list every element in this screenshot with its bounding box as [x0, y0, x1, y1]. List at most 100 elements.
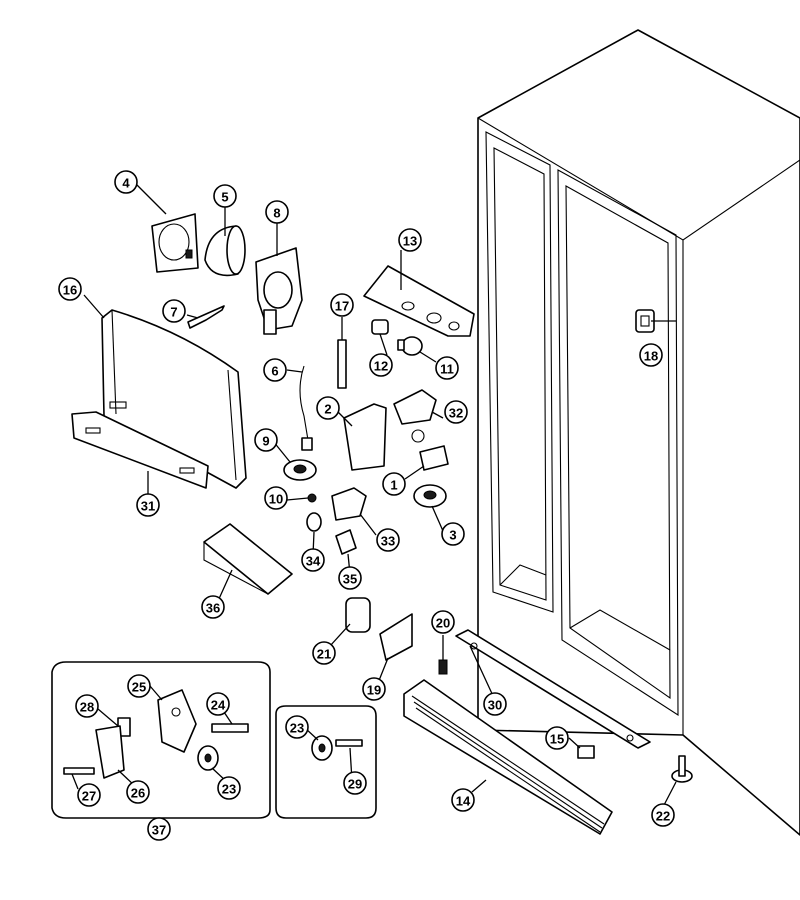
part-8-housing [255, 247, 303, 335]
part-2-box [343, 403, 387, 471]
callout-35: 35 [338, 566, 362, 590]
svg-text:27: 27 [82, 789, 96, 804]
callout-9: 9 [254, 428, 278, 452]
callout-34: 34 [301, 548, 325, 572]
callout-37: 37 [147, 817, 171, 841]
svg-text:24: 24 [211, 698, 226, 713]
svg-text:19: 19 [367, 683, 381, 698]
part-1-switch [419, 445, 449, 471]
svg-text:33: 33 [381, 534, 395, 549]
part-30-rail [455, 629, 651, 749]
svg-text:14: 14 [456, 794, 471, 809]
part-19-plate [379, 613, 413, 661]
callout-1: 1 [382, 472, 406, 496]
part-33-bracket [331, 487, 367, 521]
part-26-bracket [95, 725, 125, 779]
callout-29: 29 [343, 771, 367, 795]
callout-3: 3 [441, 522, 465, 546]
callout-22: 22 [651, 803, 675, 827]
callout-12: 12 [369, 353, 393, 377]
callout-21: 21 [312, 641, 336, 665]
part-6-harness [299, 365, 313, 451]
svg-text:5: 5 [221, 190, 228, 205]
callout-17: 17 [330, 293, 354, 317]
callout-16: 16 [58, 277, 82, 301]
part-23-roller-a [197, 745, 219, 771]
cabinet [477, 29, 800, 836]
svg-text:17: 17 [335, 299, 349, 314]
callout-8: 8 [265, 200, 289, 224]
part-14-grille [403, 679, 613, 835]
callout-2: 2 [316, 396, 340, 420]
callout-24: 24 [206, 692, 230, 716]
part-5-cap [204, 225, 246, 277]
callout-23-kit: 23 [217, 776, 241, 800]
callout-23-pair: 23 [285, 715, 309, 739]
part-11-bulb [397, 336, 423, 356]
part-24-bolt [211, 723, 249, 733]
svg-text:11: 11 [440, 362, 454, 377]
svg-text:30: 30 [488, 698, 502, 713]
part-20-screw [438, 659, 448, 675]
svg-text:2: 2 [324, 402, 331, 417]
part-21-cap [345, 597, 371, 633]
part-18-clip [635, 309, 655, 333]
svg-text:4: 4 [122, 176, 130, 191]
part-32-switch [393, 389, 437, 443]
svg-text:28: 28 [80, 700, 94, 715]
callout-19: 19 [362, 677, 386, 701]
callout-18: 18 [639, 343, 663, 367]
svg-text:13: 13 [403, 234, 417, 249]
part-12-socket [371, 319, 389, 335]
part-15-clip [577, 745, 595, 759]
callout-30: 30 [483, 692, 507, 716]
svg-text:7: 7 [170, 305, 177, 320]
svg-text:6: 6 [271, 364, 278, 379]
part-36-cover [203, 523, 293, 595]
svg-text:12: 12 [374, 359, 388, 374]
svg-text:23: 23 [222, 782, 236, 797]
part-9-wheel [283, 459, 317, 481]
svg-text:32: 32 [449, 406, 463, 421]
svg-text:20: 20 [436, 616, 450, 631]
part-22-leveler [671, 755, 693, 783]
callout-26: 26 [126, 780, 150, 804]
svg-text:18: 18 [644, 349, 658, 364]
callout-20: 20 [431, 610, 455, 634]
callout-7: 7 [162, 299, 186, 323]
callout-32: 32 [444, 400, 468, 424]
svg-text:22: 22 [656, 809, 670, 824]
callout-13: 13 [398, 228, 422, 252]
callout-5: 5 [213, 184, 237, 208]
part-17-bar [337, 339, 347, 389]
svg-text:34: 34 [306, 554, 321, 569]
part-7-clip [187, 305, 225, 329]
svg-text:10: 10 [269, 492, 283, 507]
svg-text:29: 29 [348, 777, 362, 792]
svg-text:35: 35 [343, 572, 357, 587]
svg-text:31: 31 [141, 499, 155, 514]
part-3-wheel [413, 484, 447, 508]
callout-4: 4 [114, 170, 138, 194]
svg-text:15: 15 [550, 732, 564, 747]
part-25-hinge [157, 689, 197, 753]
callout-25: 25 [127, 674, 151, 698]
part-4-shroud [151, 213, 199, 273]
part-13-bracket [363, 265, 475, 337]
part-31-strip [71, 411, 209, 489]
callout-10: 10 [264, 486, 288, 510]
callout-27: 27 [77, 783, 101, 807]
svg-text:25: 25 [132, 680, 146, 695]
svg-text:23: 23 [290, 721, 304, 736]
svg-text:1: 1 [390, 478, 397, 493]
svg-text:26: 26 [131, 786, 145, 801]
callout-28: 28 [75, 694, 99, 718]
svg-text:36: 36 [206, 601, 220, 616]
callout-11: 11 [435, 356, 459, 380]
leader-lines [71, 183, 677, 808]
part-29-bolt [335, 739, 363, 747]
callout-6: 6 [263, 358, 287, 382]
callout-15: 15 [545, 726, 569, 750]
svg-text:16: 16 [63, 283, 77, 298]
